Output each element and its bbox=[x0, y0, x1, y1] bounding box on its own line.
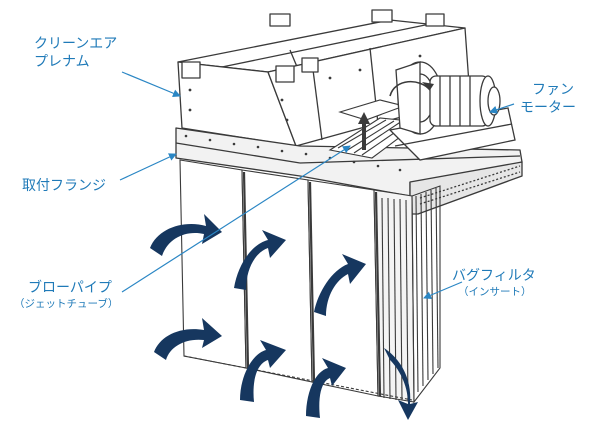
plenum-label-line1: クリーンエア bbox=[34, 36, 118, 52]
airflow-arrow bbox=[240, 340, 286, 402]
blowpipe-label: ブローパイプ （ジェットチューブ） bbox=[14, 280, 118, 311]
fan-motor-label: ファン モーター bbox=[520, 82, 576, 117]
airflow-arrow bbox=[306, 358, 346, 418]
flange-leader bbox=[119, 153, 177, 181]
blowpipe-label-sub: （ジェットチューブ） bbox=[14, 297, 119, 310]
airflow-arrow bbox=[314, 254, 366, 316]
bag-label-main: バグフィルタ bbox=[452, 268, 536, 284]
bag-filter-label: バグフィルタ （インサート） bbox=[452, 268, 536, 299]
fan-label-line2: モーター bbox=[520, 99, 576, 116]
airflow-arrow bbox=[384, 348, 418, 420]
clean-air-plenum bbox=[177, 9, 471, 147]
fan-label-line1: ファン bbox=[532, 82, 574, 98]
leader-lines bbox=[119, 71, 515, 299]
flange-label: 取付フランジ bbox=[22, 178, 106, 194]
plenum-label-line2: プレナム bbox=[34, 53, 90, 70]
airflow-arrow bbox=[154, 318, 222, 360]
airflow-arrows bbox=[150, 214, 418, 420]
airflow-arrow bbox=[150, 214, 222, 256]
blowpipe-leader bbox=[121, 145, 351, 293]
blowpipe-label-main: ブローパイプ bbox=[28, 280, 112, 296]
fan-leader bbox=[489, 103, 515, 114]
bag-label-sub: （インサート） bbox=[458, 285, 532, 298]
plenum-label: クリーンエア プレナム bbox=[34, 36, 117, 71]
fan-and-motor bbox=[358, 61, 516, 161]
bag-leader bbox=[423, 281, 463, 299]
plenum-leader bbox=[121, 71, 181, 98]
airflow-arrow bbox=[234, 230, 286, 290]
bag-filters bbox=[179, 159, 441, 404]
